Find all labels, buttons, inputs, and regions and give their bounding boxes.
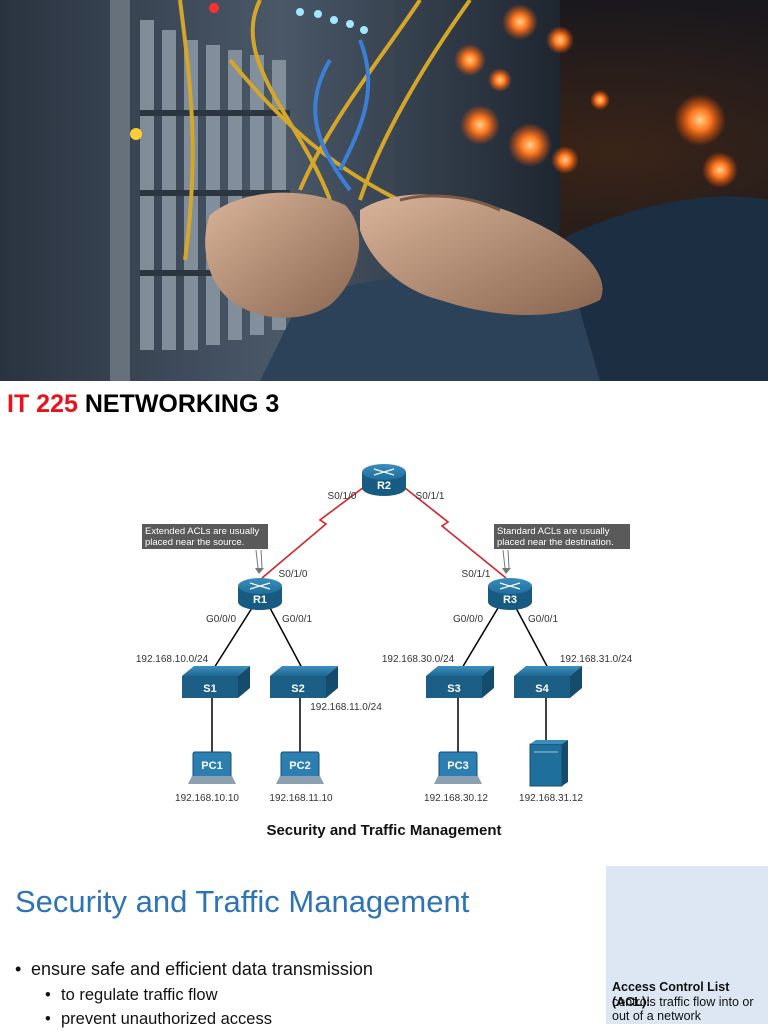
section-title: Security and Traffic Management [15,884,470,919]
host-pc2-ip: 192.168.11.10 [269,793,333,804]
network-rack-illustration [0,0,768,381]
callout-extended-acl: Extended ACLs are usually placed near th… [142,524,268,574]
bullet-list: •ensure safe and efficient data transmis… [15,956,595,1031]
callout-standard-line2: placed near the destination. [497,537,614,548]
ethernet-links [211,607,549,752]
switch-s3-label: S3 [447,683,460,695]
pc1-label: PC1 [201,760,222,772]
network-10: 192.168.10.0/24 [136,654,209,665]
router-r2-label: R2 [377,480,391,492]
switch-s2-label: S2 [291,683,304,695]
router-r3: R3 [488,578,532,610]
callout-standard-line1: Standard ACLs are usually [497,526,610,537]
iface-r3-serial: S0/1/1 [462,569,491,580]
iface-r1-serial: S0/1/0 [279,569,308,580]
acl-definition-box: Access Control List (ACL): controls traf… [606,866,768,1024]
course-name: NETWORKING 3 [84,390,280,418]
host-pc1-ip: 192.168.10.10 [175,793,239,804]
pc1: PC1 [188,751,236,784]
course-title: IT 225 NETWORKING 3 [7,390,279,419]
router-r2: R2 [362,464,406,496]
hero-photo [0,0,768,381]
host-server-ip: 192.168.31.12 [519,793,583,804]
sub-bullet-text: to regulate traffic flow [61,986,218,1004]
iface-r3-g0: G0/0/0 [453,614,483,625]
switch-s4-label: S4 [535,683,549,695]
pc2-label: PC2 [289,760,310,772]
switch-s1-label: S1 [203,683,216,695]
callout-standard-acl: Standard ACLs are usually placed near th… [494,524,630,574]
bullet-text: ensure safe and efficient data transmiss… [31,959,373,979]
switch-s4: S4 [514,666,582,698]
acl-definition-body: controls traffic flow into or out of a n… [612,995,754,1023]
course-code: IT 225 [7,390,78,418]
callout-extended-line2: placed near the source. [145,537,244,548]
switch-s1: S1 [182,666,250,698]
bullet-item: •ensure safe and efficient data transmis… [15,959,373,979]
network-31: 192.168.31.0/24 [560,654,633,665]
callout-extended-line1: Extended ACLs are usually [145,526,259,537]
diagram-caption: Security and Traffic Management [266,822,502,839]
switch-s3: S3 [426,666,494,698]
iface-r1-g1: G0/0/1 [282,614,312,625]
sub-bullet-item: •prevent unauthorized access [45,1010,272,1028]
pc2: PC2 [276,751,324,784]
router-r1-label: R1 [253,594,267,606]
iface-r2-left: S0/1/0 [328,491,357,502]
pc3-label: PC3 [447,760,468,772]
router-r1: R1 [238,578,282,610]
serial-link-r2-r3 [399,483,507,579]
acl-topology-diagram: R2 R1 R3 S1 S2 S3 S4 [136,464,633,804]
sub-bullet-text: prevent unauthorized access [61,1010,272,1028]
iface-r1-g0: G0/0/0 [206,614,236,625]
server-icon [529,740,568,787]
iface-r3-g1: G0/0/1 [528,614,558,625]
host-pc3-ip: 192.168.30.12 [424,793,488,804]
network-11: 192.168.11.0/24 [310,702,382,713]
network-30: 192.168.30.0/24 [382,654,455,665]
serial-link-r2-r1 [261,483,369,579]
iface-r2-right: S0/1/1 [416,491,445,502]
switch-s2: S2 [270,666,338,698]
pc3: PC3 [434,751,482,784]
router-r3-label: R3 [503,594,517,606]
acl-definition-title: Access Control List (ACL): [612,980,730,1009]
sub-bullet-item: •to regulate traffic flow [45,986,218,1004]
